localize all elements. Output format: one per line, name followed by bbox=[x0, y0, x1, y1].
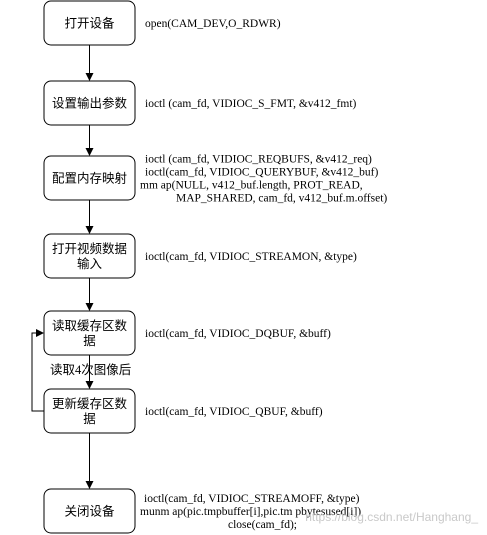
code-line: ioctl(cam_fd, VIDIOC_STREAMOFF, &type) bbox=[144, 493, 360, 505]
code-line: ioctl(cam_fd, VIDIOC_DQBUF, &buff) bbox=[145, 328, 331, 340]
code-line: mm ap(NULL, v412_buf.length, PROT_READ, bbox=[140, 180, 363, 192]
watermark-text: https://blog.csdn.net/Hanghang_ bbox=[305, 510, 478, 524]
step-label: 打开视频数据 bbox=[52, 241, 127, 256]
code-line: MAP_SHARED, cam_fd, v412_buf.m.offset) bbox=[176, 193, 387, 205]
step-box bbox=[43, 388, 136, 434]
step-box bbox=[43, 310, 136, 356]
code-line: ioctl (cam_fd, VIDIOC_REQBUFS, &v412_req… bbox=[145, 154, 372, 166]
step-set-output-params: 设置输出参数 bbox=[43, 80, 136, 126]
step-config-memory-map: 配置内存映射 bbox=[43, 155, 136, 201]
step-label: 据 bbox=[83, 334, 96, 348]
step-open-device: 打开设备 bbox=[43, 0, 136, 46]
step-box bbox=[43, 0, 136, 46]
step-label: 配置内存映射 bbox=[52, 171, 127, 186]
step-label: 关闭设备 bbox=[64, 504, 115, 519]
step-label: 打开设备 bbox=[64, 16, 115, 31]
code-line: ioctl(cam_fd, VIDIOC_QUERYBUF, &v412_buf… bbox=[145, 167, 378, 179]
step-label: 据 bbox=[83, 412, 96, 426]
code-line: close(cam_fd); bbox=[228, 519, 297, 531]
step-box bbox=[43, 233, 136, 279]
step-label: 输入 bbox=[77, 256, 103, 271]
code-line: ioctl(cam_fd, VIDIOC_QBUF, &buff) bbox=[145, 406, 323, 418]
step-label: 读取缓存区数 bbox=[52, 318, 128, 333]
step-label: 设置输出参数 bbox=[52, 96, 128, 111]
step-label: 更新缓存区数 bbox=[52, 396, 128, 411]
loop-label: 读取4次图像后 bbox=[50, 363, 131, 377]
code-line: munm ap(pic.tmpbuffer[i],pic.tm pbytesus… bbox=[140, 506, 361, 518]
code-line: ioctl(cam_fd, VIDIOC_STREAMON, &type) bbox=[145, 251, 357, 263]
step-box bbox=[43, 80, 136, 126]
loop-back-arrow bbox=[31, 329, 44, 412]
code-line: ioctl (cam_fd, VIDIOC_S_FMT, &v412_fmt) bbox=[145, 98, 357, 110]
step-box bbox=[43, 155, 136, 201]
step-box bbox=[43, 488, 136, 534]
code-line: open(CAM_DEV,O_RDWR) bbox=[145, 18, 281, 30]
step-close-device: 关闭设备 bbox=[43, 488, 136, 534]
